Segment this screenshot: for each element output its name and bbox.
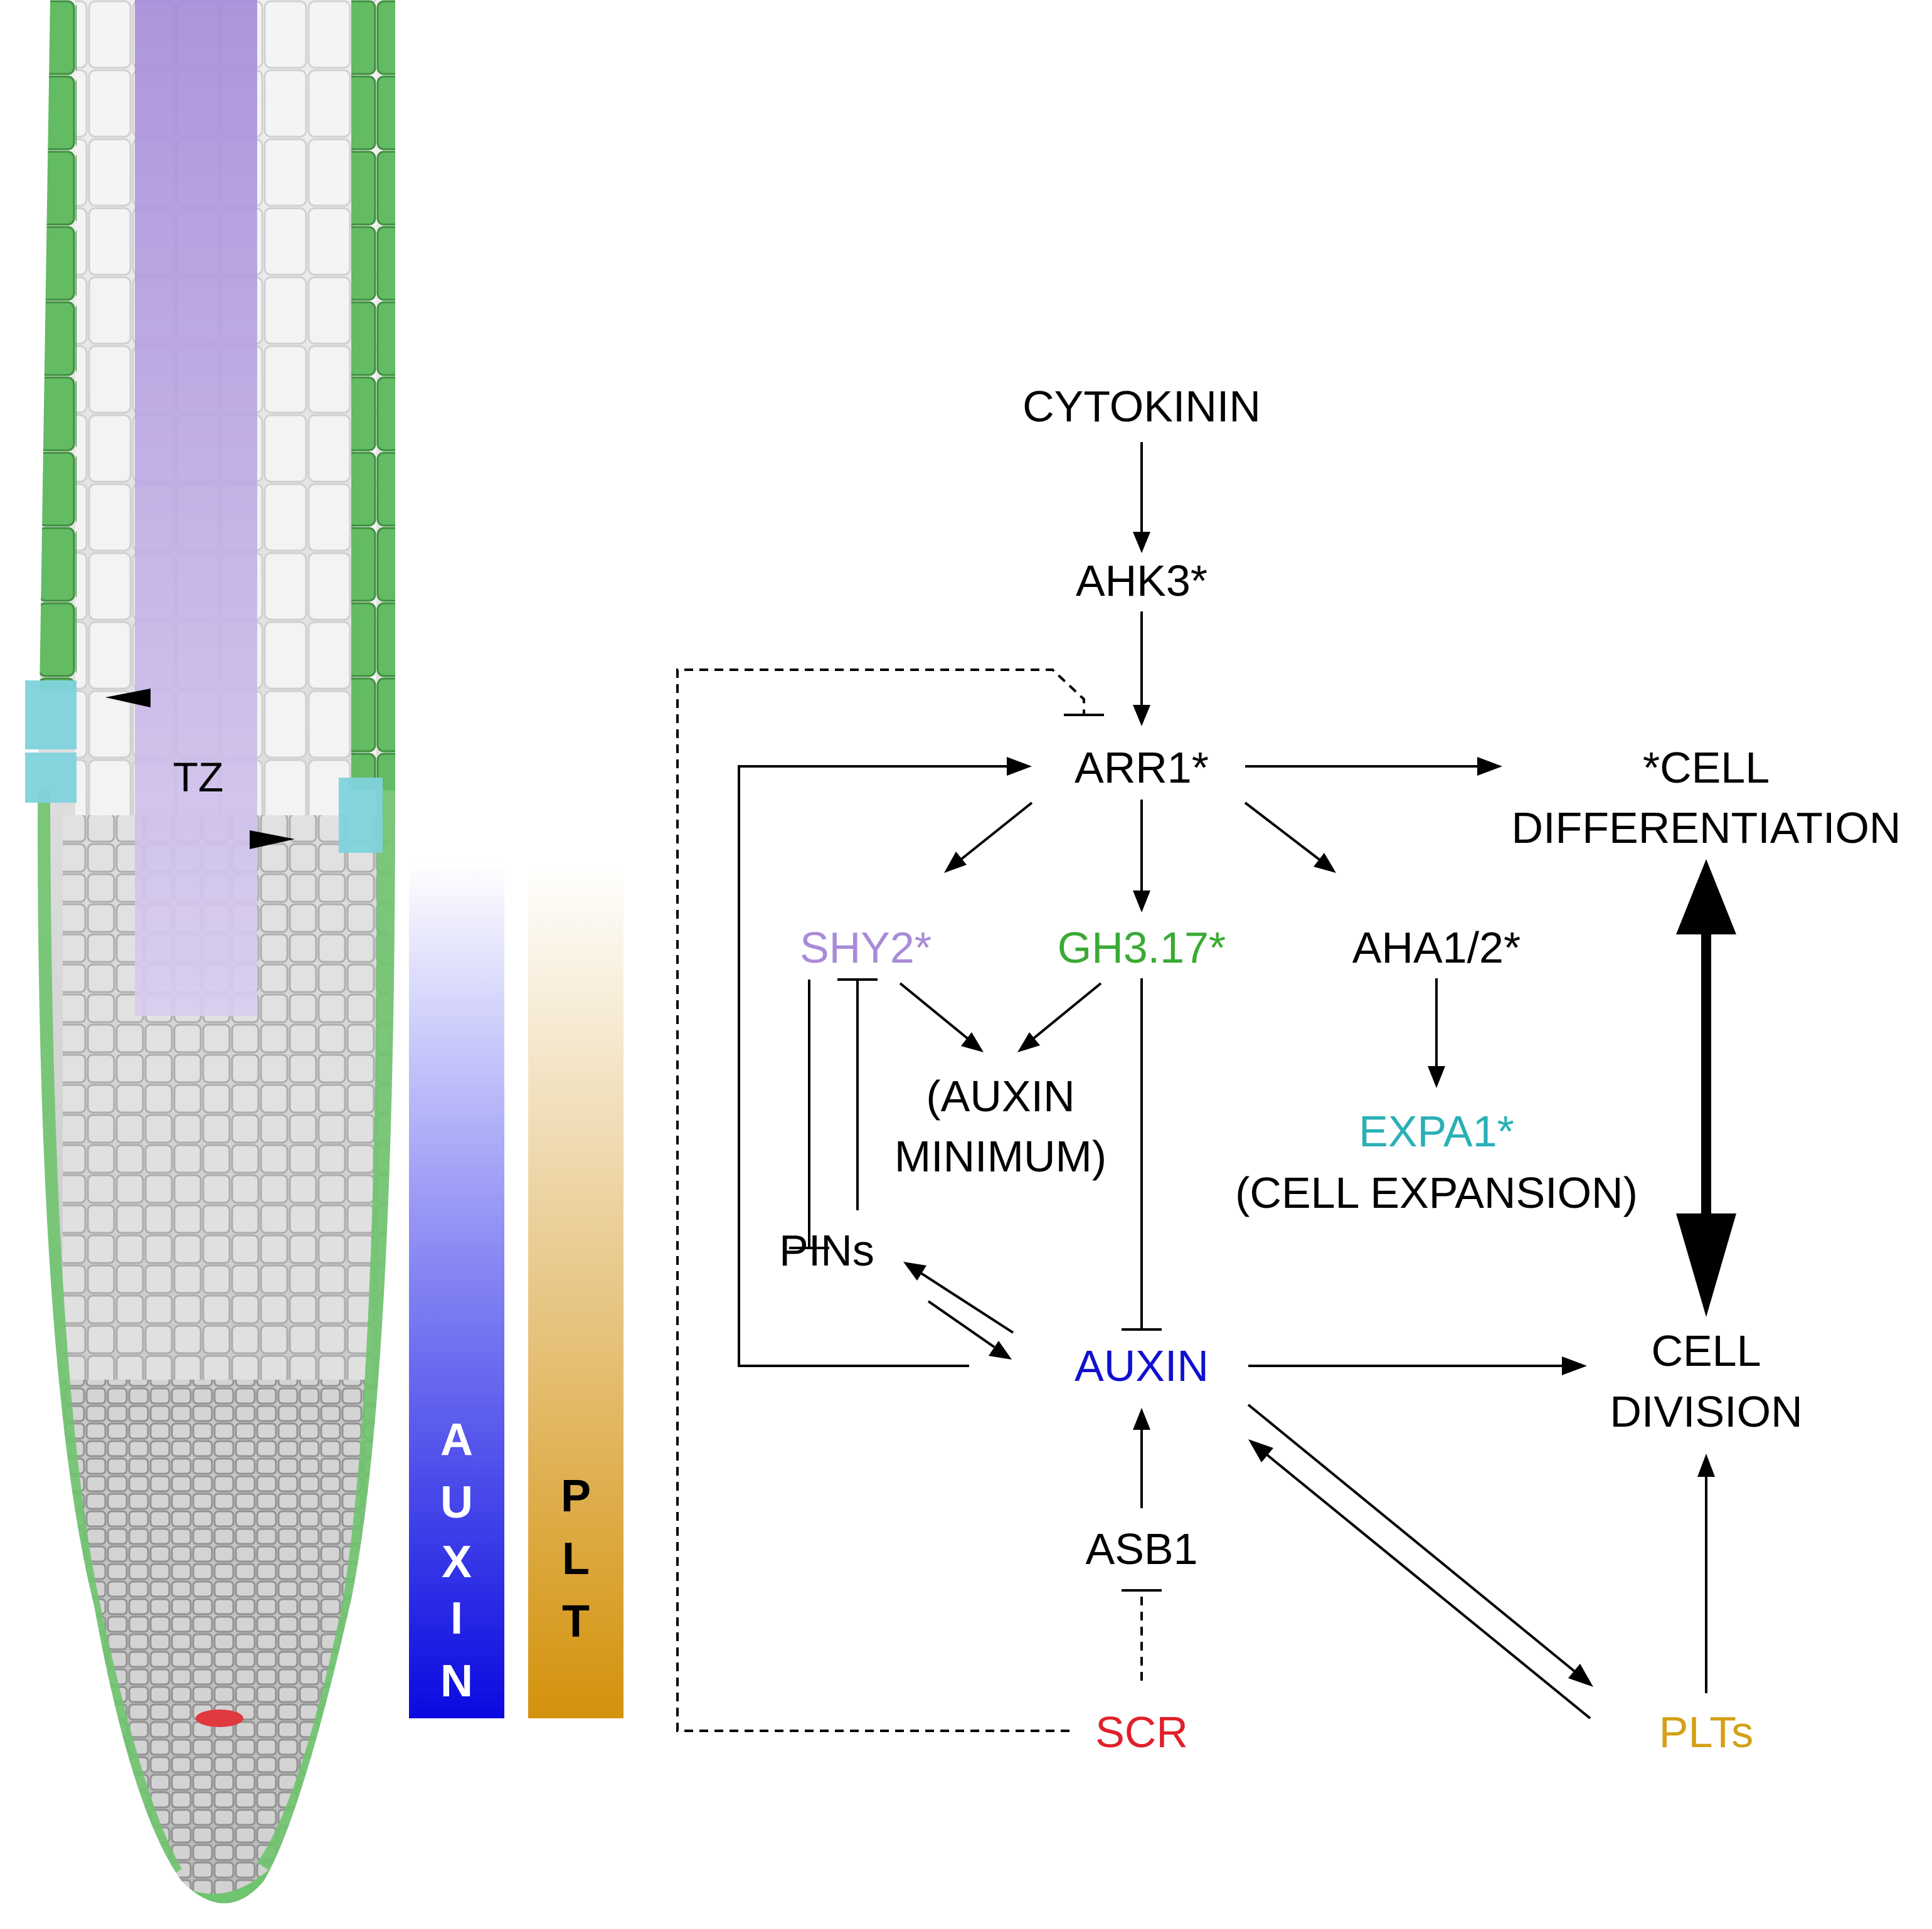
arrowhead — [1697, 1454, 1715, 1477]
node-expa1: EXPA1* — [1359, 1107, 1514, 1156]
arrowhead — [1007, 757, 1032, 776]
edge-arr1-aha12 — [1244, 801, 1322, 862]
arrowhead — [961, 1032, 984, 1052]
edge-arr1-shy2 — [958, 801, 1033, 862]
node-auxin: AUXIN — [1075, 1341, 1209, 1390]
stem-cell-niche — [196, 1710, 243, 1727]
node-plts: PLTs — [1659, 1708, 1753, 1757]
edge-auxin-plts — [1247, 1403, 1576, 1673]
plt-bar-letter: P — [561, 1471, 591, 1521]
bold-arrowhead-up — [1676, 859, 1736, 934]
tz-arrowhead-right — [250, 830, 295, 849]
plt-bar-letter: L — [562, 1534, 590, 1584]
edge-auxin-arr1-loop — [738, 765, 1007, 1367]
arrowhead — [989, 1341, 1012, 1360]
node-cell-division-line1: CELL — [1651, 1326, 1761, 1375]
edge-shy2-auxinmin — [899, 982, 970, 1041]
auxin-bar-letter: A — [440, 1415, 473, 1465]
root-micrograph: TZ — [25, 0, 395, 1903]
auxin-bar-letter: X — [442, 1537, 472, 1587]
arrowhead — [1133, 532, 1150, 553]
edge-scr-inhibits-arr1 — [676, 669, 1085, 1732]
arrowhead — [1248, 1439, 1273, 1462]
edge-pins-auxin — [927, 1300, 995, 1348]
edge-gh317-auxinmin — [1031, 982, 1102, 1041]
node-cell-differentiation-line2: DIFFERENTIATION — [1512, 803, 1901, 852]
node-cell-division-line2: DIVISION — [1610, 1387, 1802, 1436]
auxin-bar-letter: N — [440, 1656, 473, 1706]
arrowhead — [944, 852, 967, 873]
node-ahk3: AHK3* — [1076, 556, 1208, 605]
plt-bar-letter: T — [562, 1597, 590, 1647]
tz-label: TZ — [173, 754, 224, 800]
arrowhead — [1428, 1066, 1445, 1088]
regulatory-network — [676, 442, 1736, 1732]
arrowhead — [1477, 757, 1502, 776]
node-auxin-minimum-line2: MINIMUM) — [894, 1132, 1107, 1181]
node-auxin-minimum-line1: (AUXIN — [926, 1072, 1075, 1121]
network-labels: CYTOKININ AHK3* ARR1* *CELL DIFFERENTIAT… — [779, 382, 1901, 1757]
node-shy2: SHY2* — [800, 923, 932, 972]
node-cytokinin: CYTOKININ — [1022, 382, 1261, 431]
node-aha12: AHA1/2* — [1352, 923, 1521, 972]
node-arr1: ARR1* — [1075, 743, 1209, 792]
auxin-bar-letter: U — [440, 1477, 473, 1528]
auxin-bar-letter: I — [450, 1593, 463, 1644]
arrowhead — [1133, 1408, 1150, 1430]
node-scr: SCR — [1095, 1708, 1188, 1757]
transition-cell-left-lower — [25, 753, 77, 803]
node-asb1: ASB1 — [1086, 1525, 1198, 1573]
auxin-gradient-bar: A U X I N — [409, 862, 504, 1718]
edge-auxin-pins — [920, 1272, 1014, 1334]
tz-arrowhead-left — [105, 689, 151, 707]
edge-plts-auxin — [1266, 1454, 1591, 1720]
arrowhead — [903, 1262, 926, 1281]
arrowhead — [1562, 1356, 1587, 1375]
plt-gradient-bar: P L T — [528, 862, 624, 1718]
transition-cell-left-upper — [25, 680, 77, 749]
transition-cell-right — [339, 778, 383, 853]
stele-region — [135, 0, 257, 1016]
arrowhead — [1568, 1664, 1593, 1687]
arrowhead — [1133, 891, 1150, 912]
node-pins: PINs — [779, 1226, 874, 1275]
bold-arrowhead-down — [1676, 1213, 1736, 1317]
node-cell-differentiation-line1: *CELL — [1643, 743, 1770, 792]
arrowhead — [1133, 705, 1150, 726]
arrowhead — [1314, 853, 1336, 873]
node-gh317: GH3.17* — [1058, 923, 1226, 972]
node-cell-expansion: (CELL EXPANSION) — [1235, 1168, 1638, 1217]
arrowhead — [1017, 1032, 1040, 1052]
